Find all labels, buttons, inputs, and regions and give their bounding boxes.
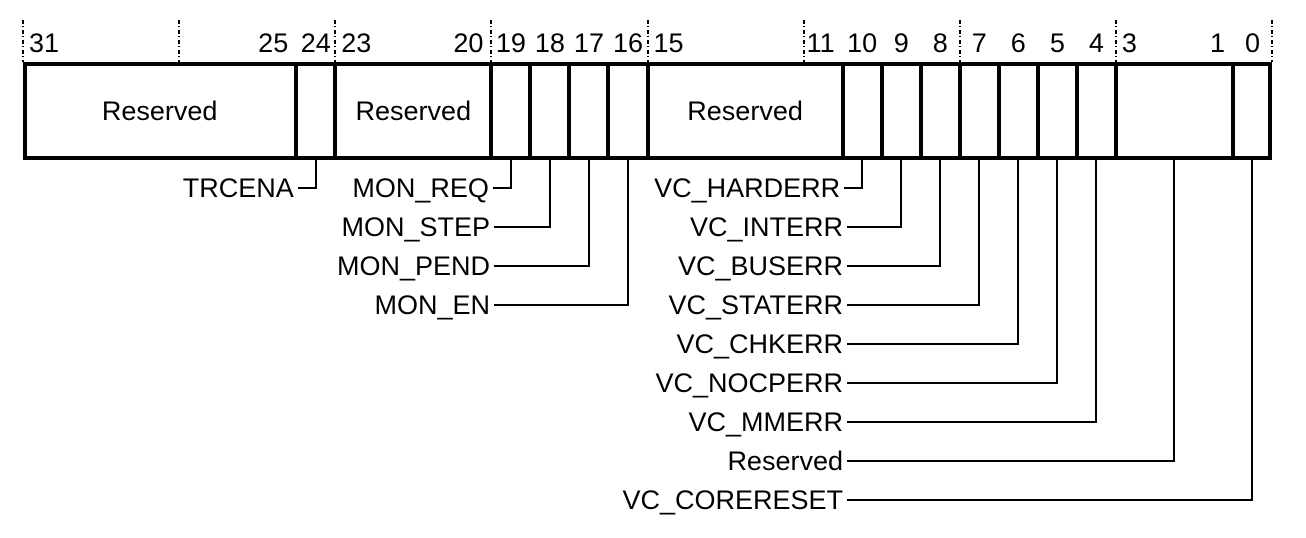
connector-line [548, 158, 551, 228]
bit-label-vc_interr: VC_INTERR [689, 212, 843, 242]
bit-number: 7 [971, 28, 987, 58]
connector-line [844, 187, 864, 189]
field-divider [918, 62, 923, 160]
bit-number: 25 [258, 28, 289, 58]
field-divider [1074, 62, 1079, 160]
nibble-boundary-tick [178, 20, 181, 62]
connector-line [509, 158, 512, 189]
bit-label-mon_req: MON_REQ [352, 173, 489, 203]
nibble-boundary-tick [958, 20, 961, 62]
nibble-boundary-tick [490, 20, 493, 62]
field-divider [294, 62, 299, 160]
bit-label-vc_corereset: VC_CORERESET [622, 485, 843, 515]
bit-number: 16 [612, 28, 643, 58]
connector-line [587, 158, 590, 267]
bit-number: 1 [1209, 28, 1225, 58]
nibble-boundary-tick [22, 20, 24, 62]
bit-number: 4 [1088, 28, 1104, 58]
connector-line [626, 158, 629, 306]
connector-line [1251, 158, 1254, 501]
nibble-boundary-tick [1114, 20, 1117, 62]
bit-label-vc_nocperr: VC_NOCPERR [655, 368, 843, 398]
connector-line [861, 158, 864, 189]
bit-label-reserved: Reserved [727, 446, 843, 476]
bit-number: 24 [300, 28, 331, 58]
nibble-boundary-tick [334, 20, 337, 62]
field-divider [606, 62, 611, 160]
field-divider [840, 62, 845, 160]
field-divider [879, 62, 884, 160]
connector-line [847, 421, 1098, 423]
field-label-31:25: Reserved [101, 96, 218, 126]
field-divider [996, 62, 1001, 160]
connector-line [494, 304, 629, 306]
bit-number: 9 [893, 28, 909, 58]
bit-number: 31 [29, 28, 60, 58]
connector-line [494, 265, 590, 267]
field-divider [1230, 62, 1235, 160]
bit-number: 23 [341, 28, 372, 58]
field-divider [957, 62, 962, 160]
field-divider [333, 62, 338, 160]
connector-line [1017, 158, 1020, 345]
field-divider [489, 62, 494, 160]
connector-line [314, 158, 317, 189]
connector-line [847, 343, 1020, 345]
bit-number: 11 [806, 28, 835, 58]
bit-label-vc_staterr: VC_STATERR [668, 290, 843, 320]
bit-number: 0 [1244, 28, 1260, 58]
bit-number: 18 [534, 28, 565, 58]
field-label-23:20: Reserved [355, 96, 472, 126]
connector-line [494, 226, 551, 228]
connector-line [1056, 158, 1059, 384]
connector-line [1095, 158, 1098, 423]
bit-number: 5 [1049, 28, 1065, 58]
connector-line [978, 158, 981, 306]
connector-line [939, 158, 942, 267]
connector-line [847, 382, 1059, 384]
bit-number: 15 [653, 28, 684, 58]
field-divider [645, 62, 650, 160]
bit-label-vc_harderr: VC_HARDERR [654, 173, 841, 203]
connector-line [847, 265, 942, 267]
bit-number: 3 [1121, 28, 1137, 58]
connector-line [492, 187, 512, 189]
connector-line [1173, 158, 1176, 462]
field-divider [528, 62, 533, 160]
bit-number: 20 [453, 28, 484, 58]
bit-label-trcena: TRCENA [182, 173, 294, 203]
bit-label-vc_mmerr: VC_MMERR [688, 407, 843, 437]
bit-number: 19 [495, 28, 526, 58]
connector-line [297, 187, 317, 189]
bit-label-vc_chkerr: VC_CHKERR [676, 329, 843, 359]
connector-line [847, 499, 1254, 501]
bit-number: 17 [573, 28, 604, 58]
bit-number: 6 [1010, 28, 1026, 58]
bit-number: 8 [932, 28, 948, 58]
bit-label-vc_buserr: VC_BUSERR [677, 251, 843, 281]
field-divider [1113, 62, 1118, 160]
bit-label-mon_en: MON_EN [374, 290, 490, 320]
nibble-boundary-tick [1271, 20, 1273, 62]
connector-line [847, 460, 1176, 462]
bit-label-mon_step: MON_STEP [341, 212, 490, 242]
connector-line [847, 226, 903, 228]
connector-line [900, 158, 903, 228]
field-divider [1035, 62, 1040, 160]
nibble-boundary-tick [646, 20, 649, 62]
nibble-boundary-tick [802, 20, 805, 62]
bit-number: 10 [847, 28, 878, 58]
field-divider [567, 62, 572, 160]
connector-line [847, 304, 981, 306]
bit-label-mon_pend: MON_PEND [336, 251, 490, 281]
field-label-15:11: Reserved [687, 96, 803, 126]
